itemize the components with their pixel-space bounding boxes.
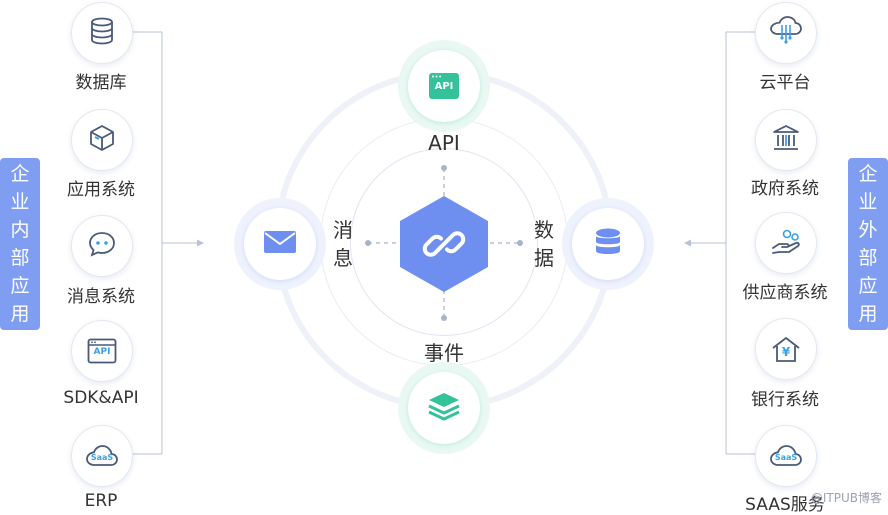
cube-icon — [87, 123, 117, 157]
saas-service-node: SaaS — [755, 425, 817, 487]
envelope-icon — [263, 230, 297, 258]
cloud-platform-node — [755, 2, 817, 64]
api-label: API — [428, 131, 460, 155]
external-apps-label: 企 业 外 部 应 用 — [848, 158, 888, 330]
message-label: 消 息 — [333, 218, 353, 270]
api-badge-text: API — [434, 81, 454, 92]
inner-ring — [350, 148, 538, 336]
sdk-api-node: API — [71, 320, 133, 382]
database-icon — [89, 17, 115, 49]
yen-symbol: ¥ — [781, 345, 791, 359]
government-system-label: 政府系统 — [751, 179, 819, 199]
event-node — [398, 362, 490, 454]
database-icon — [594, 227, 622, 261]
bank-house-icon: ¥ — [771, 335, 801, 363]
left-arrow-head — [197, 239, 204, 247]
message-system-label: 消息系统 — [67, 287, 135, 307]
bank-system-label: 银行系统 — [751, 390, 819, 410]
database-label: 数据库 — [75, 73, 127, 93]
app-system-node — [71, 109, 133, 171]
api-window-icon: API — [87, 338, 117, 364]
api-node: API — [398, 40, 490, 132]
bank-system-node: ¥ — [755, 318, 817, 380]
layers-icon — [427, 391, 461, 425]
erp-label: ERP — [84, 491, 118, 511]
supplier-system-label: 供应商系统 — [742, 283, 828, 303]
saas-cloud-icon: SaaS — [85, 444, 119, 468]
saas-cloud-icon: SaaS — [769, 444, 803, 468]
cloud-platform-label: 云平台 — [759, 73, 811, 93]
api-window-icon: API — [428, 72, 460, 100]
cloud-circuit-icon — [769, 16, 803, 50]
erp-node: SaaS — [71, 425, 133, 487]
government-building-icon — [771, 124, 801, 156]
sdk-api-label: SDK&API — [63, 388, 139, 408]
watermark: @ITPUB博客 — [810, 491, 882, 505]
message-node — [234, 198, 326, 290]
saas-badge-text: SaaS — [90, 453, 114, 462]
saas-badge-text: SaaS — [774, 453, 798, 462]
integration-hub — [396, 194, 492, 294]
internal-apps-label: 企 业 内 部 应 用 — [0, 158, 40, 330]
api-badge-text: API — [93, 347, 111, 357]
event-label: 事件 — [424, 341, 464, 365]
data-node — [562, 198, 654, 290]
database-node — [71, 2, 133, 64]
chat-bubble-icon — [87, 230, 117, 262]
link-chain-icon — [422, 222, 466, 270]
message-system-node — [71, 215, 133, 277]
supplier-system-node — [755, 212, 817, 274]
data-label: 数 据 — [534, 218, 554, 270]
app-system-label: 应用系统 — [67, 180, 135, 200]
hand-coins-icon — [770, 226, 802, 260]
government-system-node — [755, 109, 817, 171]
right-arrow-head — [684, 239, 691, 247]
